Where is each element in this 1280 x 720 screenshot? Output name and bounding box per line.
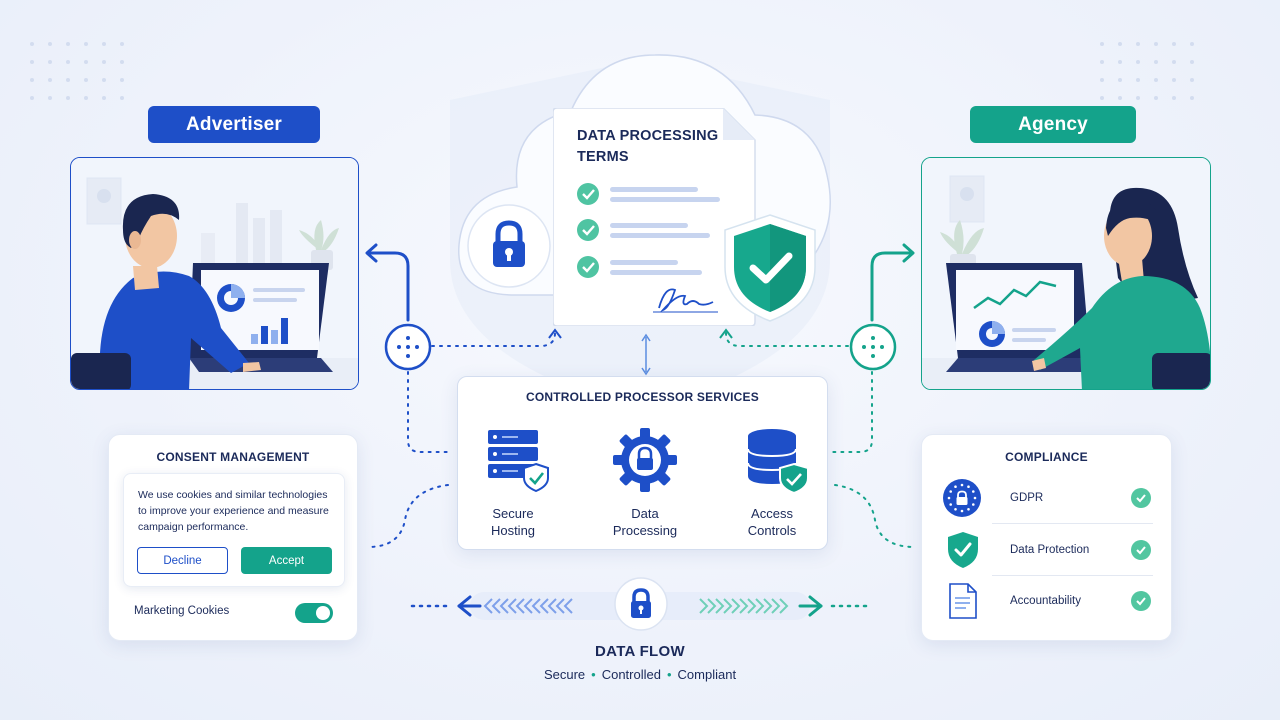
decorative-dots-right [1100,42,1194,100]
consent-management-panel: CONSENT MANAGEMENT We use cookies and si… [108,434,358,641]
document-title-line1: DATA PROCESSING [577,128,719,144]
marketing-cookies-label: Marketing Cookies [134,605,230,617]
services-title: CONTROLLED PROCESSOR SERVICES [526,390,759,404]
decorative-dots-left [30,42,124,100]
service-label-line1: Access [751,506,793,521]
cookie-consent-banner: We use cookies and similar technologies … [123,473,345,587]
flow-tag: Secure [543,667,586,682]
consent-title: CONSENT MANAGEMENT [156,450,310,464]
decline-button[interactable]: Decline [137,547,228,574]
advertiser-hub-node [384,323,432,371]
shield-check-icon [724,214,816,322]
data-flow-title: DATA FLOW [595,643,685,660]
database-shield-icon [747,429,809,494]
compliance-divider [992,575,1153,576]
agency-person-illustration [922,158,1210,389]
server-shield-icon [488,430,549,492]
data-processing-terms-document: DATA PROCESSING TERMS [552,107,758,327]
gear-lock-icon [613,428,677,492]
eu-stars-lock-icon [943,479,981,517]
compliance-panel: COMPLIANCE GDPR Data Protection [921,434,1172,641]
service-secure-hosting-label: Secure Hosting [473,505,553,539]
agency-hub-node [849,323,897,371]
check-icon [1131,591,1151,611]
agency-illustration-card [921,157,1211,390]
compliance-item-gdpr: GDPR [938,473,1155,523]
check-icon [1131,488,1151,508]
compliance-divider [992,523,1153,524]
data-flow-lock-icon [614,577,668,631]
advertiser-illustration-card [70,157,359,390]
service-label-line2: Processing [612,523,678,538]
document-title: DATA PROCESSING TERMS [577,126,737,168]
service-label-line2: Hosting [490,523,536,538]
advertiser-person-illustration [71,158,358,389]
compliance-item-accountability: Accountability [938,576,1155,626]
cookie-consent-text: We use cookies and similar technologies … [138,489,329,533]
compliance-label: GDPR [1010,492,1044,504]
document-icon [949,583,977,619]
data-flow-tags: Secure • Controlled • Compliant [490,667,790,682]
flow-tag: Compliant [677,667,737,682]
flow-tag: Controlled [601,667,661,682]
check-icon [1131,540,1151,560]
separator-dot: • [666,667,672,682]
compliance-label: Accountability [1010,595,1081,607]
service-label-line2: Controls [747,523,797,538]
service-label-line1: Secure [492,506,534,521]
shield-check-icon [948,532,978,568]
compliance-label: Data Protection [1010,544,1090,556]
document-title-line2: TERMS [577,149,629,165]
service-access-controls-label: Access Controls [732,505,812,539]
padlock-icon [467,204,551,288]
marketing-cookies-toggle[interactable] [295,603,333,623]
document-icon [552,107,756,327]
service-label-line1: Data [631,506,659,521]
accept-button[interactable]: Accept [241,547,332,574]
compliance-item-data-protection: Data Protection [938,525,1155,575]
advertiser-badge: Advertiser [148,106,320,143]
agency-badge: Agency [970,106,1136,143]
service-data-processing-label: Data Processing [600,505,690,539]
compliance-title: COMPLIANCE [1005,450,1088,464]
separator-dot: • [591,667,596,682]
